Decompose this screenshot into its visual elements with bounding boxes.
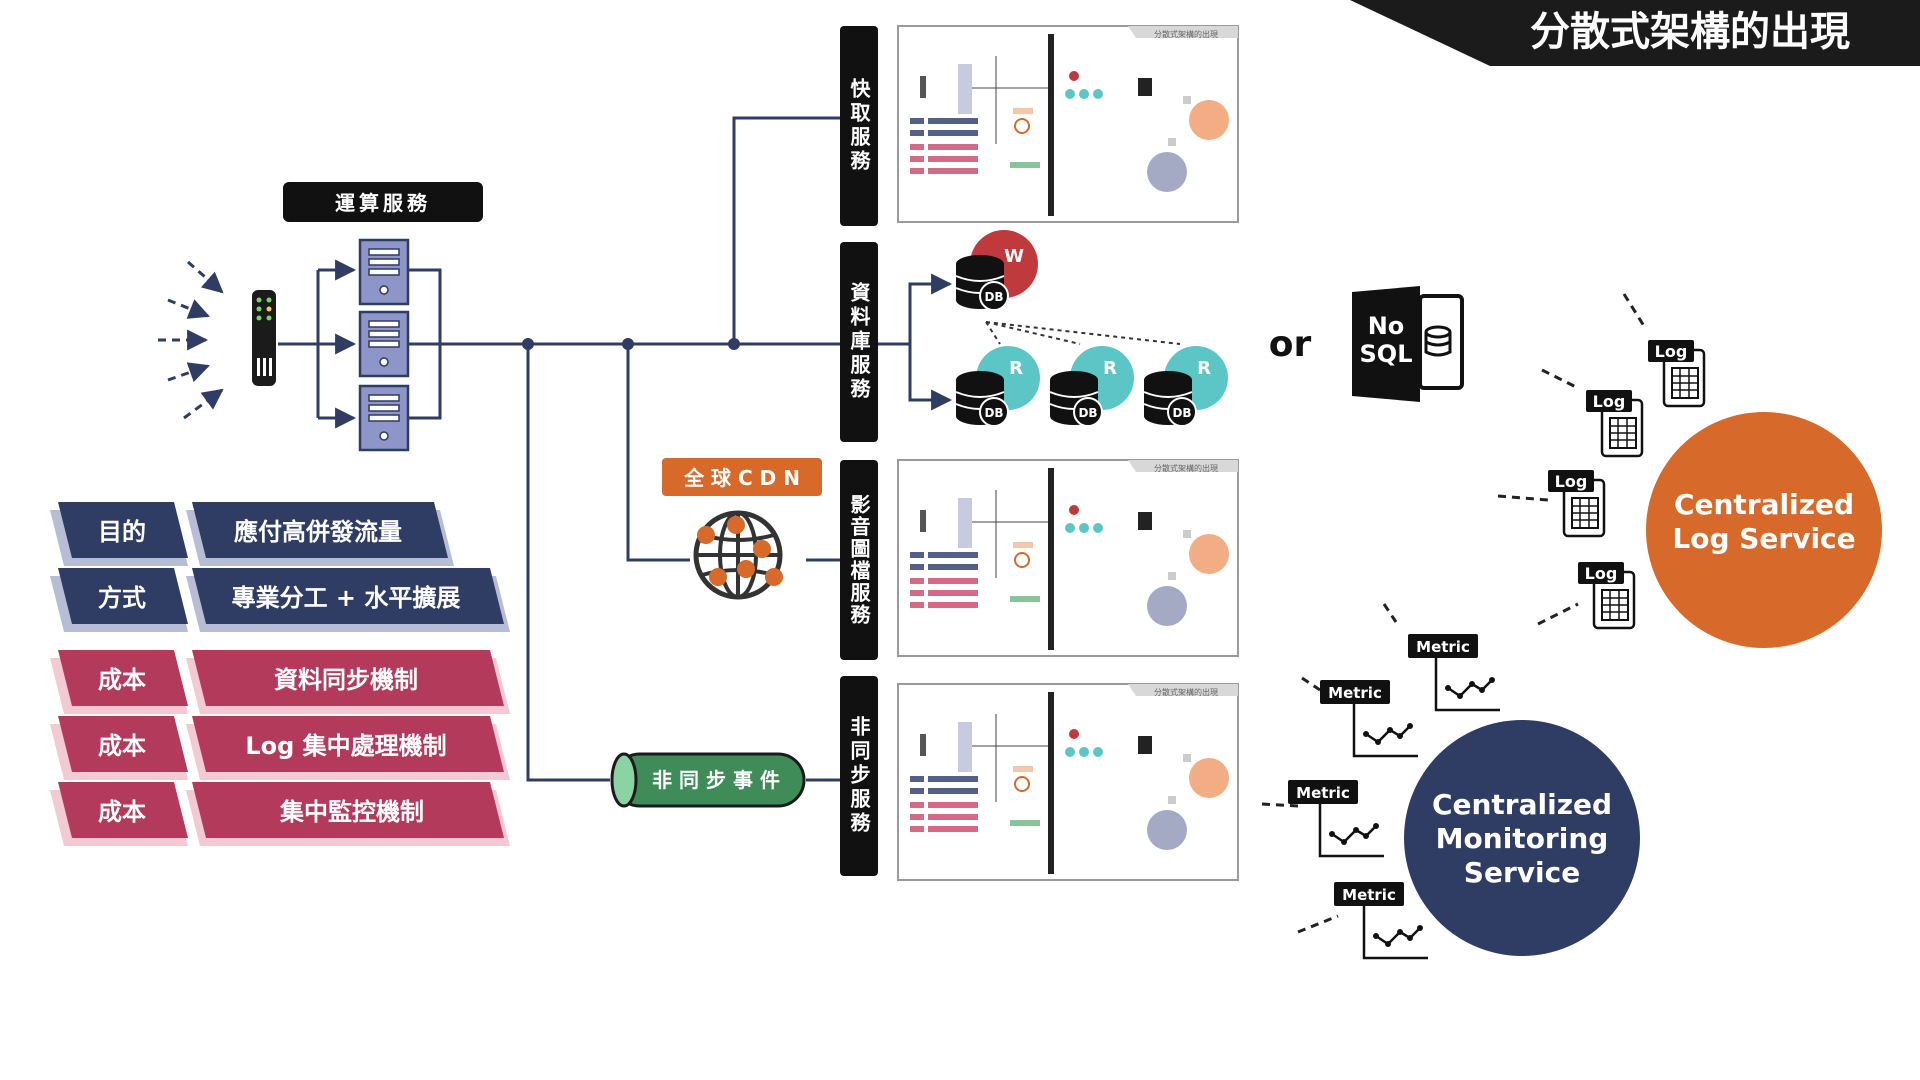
async-event-pipe (610, 752, 806, 808)
nosql-icon (1352, 286, 1464, 402)
server-icon (358, 384, 410, 452)
cost-key: 成本 (98, 666, 146, 694)
nosql-label-line1: No (1368, 312, 1405, 340)
compute-service-tag (283, 182, 483, 222)
cdn-label: 全 球 C D N (683, 466, 800, 490)
metric-tag (1288, 780, 1358, 804)
log-tag-label: Log (1655, 342, 1688, 361)
db-tag: DB (984, 406, 1003, 420)
metric-tag-label: Metric (1342, 886, 1396, 904)
async-service-tag (840, 676, 878, 876)
nosql-label-line2: SQL (1360, 340, 1413, 368)
db-replica: R DB (955, 346, 1040, 427)
incoming-traffic-arrows (158, 260, 224, 420)
metric-dash-lines (1261, 603, 1398, 934)
log-tag-label: Log (1555, 472, 1588, 491)
log-service-line1: Centralized (1674, 488, 1854, 521)
bus-junctions (522, 338, 740, 350)
monitoring-service-line3: Service (1464, 856, 1580, 889)
database-service-label: 資料庫服務 (847, 281, 871, 402)
cost-value: 資料同步機制 (274, 666, 418, 694)
slide-thumbnail (897, 25, 1239, 223)
async-service-label: 非同步服務 (847, 716, 871, 836)
cache-service-tag (840, 26, 878, 226)
slide-thumbnail (897, 459, 1239, 657)
log-tag (1548, 470, 1594, 492)
replica-tag: R (1009, 358, 1023, 379)
load-balancer-icon (252, 290, 276, 386)
metric-chart-icon (1362, 904, 1430, 960)
thumbnail-header: 分散式架構的出現 (1154, 29, 1218, 39)
globe-icon (693, 510, 783, 600)
log-dash-lines (1497, 293, 1646, 626)
goal-value: 應付高併發流量 (234, 518, 402, 546)
media-service-label: 影音圖檔服務 (847, 494, 871, 626)
db-replica: R DB (1143, 346, 1228, 427)
method-value: 專業分工 + 水平擴展 (232, 584, 461, 612)
db-master: W DB (955, 230, 1038, 311)
metric-tag (1320, 680, 1390, 704)
async-event-label: 非 同 步 事 件 (652, 768, 780, 792)
slide-thumbnail (897, 683, 1239, 881)
monitoring-service-line2: Monitoring (1436, 822, 1609, 855)
log-tag (1578, 562, 1624, 584)
db-tag: DB (1078, 406, 1097, 420)
media-service-tag (840, 460, 878, 660)
cdn-tag (662, 458, 822, 496)
metric-chart-icon (1352, 702, 1420, 758)
replication-links (985, 321, 1181, 345)
metric-chart-icon (1434, 656, 1502, 712)
replica-tag: R (1103, 358, 1117, 379)
log-tag (1586, 390, 1632, 412)
write-tag: W (1004, 246, 1024, 267)
page-title: 分散式架構的出現 (1530, 9, 1850, 55)
db-replica: R DB (1049, 346, 1134, 427)
server-icon (358, 238, 410, 306)
thumbnail-header: 分散式架構的出現 (1154, 463, 1218, 473)
or-label: or (1269, 324, 1312, 365)
db-tag: DB (1172, 406, 1191, 420)
database-service-tag (840, 242, 878, 442)
service-bus (440, 116, 953, 782)
metric-tag (1408, 634, 1478, 658)
log-tag-label: Log (1593, 392, 1626, 411)
centralized-monitoring-service (1404, 720, 1640, 956)
monitoring-service-line1: Centralized (1432, 788, 1612, 821)
replica-tag: R (1197, 358, 1211, 379)
compute-service-label: 運算服務 (335, 191, 431, 215)
cost-value: Log 集中處理機制 (245, 732, 446, 760)
metric-tag (1334, 882, 1404, 906)
title-banner (1350, 0, 1920, 66)
metric-tag-label: Metric (1328, 684, 1382, 702)
log-tag (1648, 340, 1694, 362)
log-service-line2: Log Service (1672, 522, 1855, 555)
cache-service-label: 快取服務 (847, 77, 871, 174)
db-tag: DB (984, 290, 1003, 304)
goal-key: 目的 (98, 518, 146, 546)
metric-chart-icon (1318, 802, 1386, 858)
server-icon (358, 310, 410, 378)
cost-key: 成本 (98, 732, 146, 760)
cost-value: 集中監控機制 (279, 798, 424, 826)
cost-key: 成本 (98, 798, 146, 826)
metric-tag-label: Metric (1296, 784, 1350, 802)
summary-panel (50, 502, 510, 846)
centralized-log-service (1646, 412, 1882, 648)
thumbnail-header: 分散式架構的出現 (1154, 687, 1218, 697)
method-key: 方式 (98, 584, 146, 612)
log-tag-label: Log (1585, 564, 1618, 583)
metric-tag-label: Metric (1416, 638, 1470, 656)
